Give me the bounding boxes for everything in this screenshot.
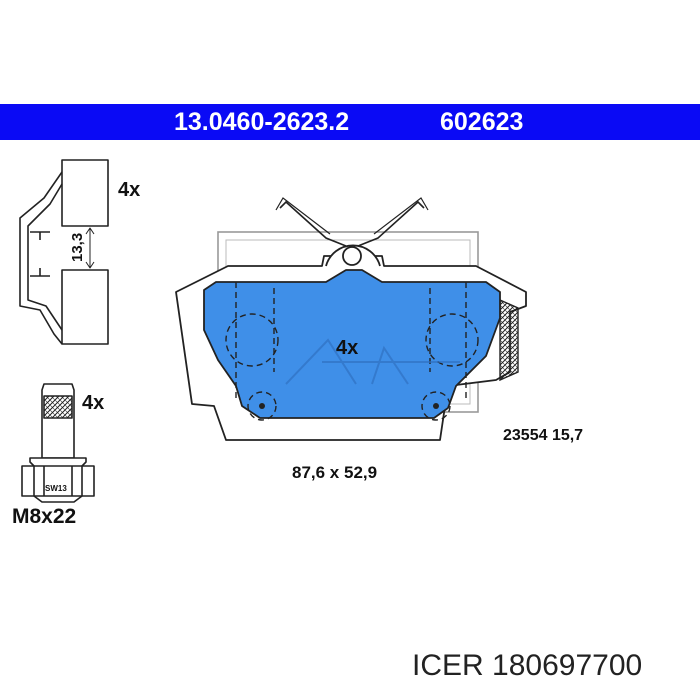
clip-quantity-label: 4x — [118, 179, 140, 201]
brake-pad-drawing — [175, 197, 527, 441]
clip-height-dimension: 13,3 — [69, 233, 86, 262]
footer: ICER 180697700 — [412, 649, 642, 683]
header: 13.0460-2623.2 602623 — [0, 104, 700, 140]
wva-number: 23554 15,7 — [503, 427, 583, 444]
bolt-size-label: M8x22 — [12, 505, 76, 528]
pad-quantity-label: 4x — [336, 337, 358, 359]
bolt-wrench-size: SW13 — [45, 484, 67, 493]
footer-brand: ICER — [412, 649, 484, 682]
header-bar — [0, 104, 700, 140]
footer-code: 180697700 — [492, 649, 643, 682]
bolt-drawing — [21, 383, 95, 503]
retaining-clip-drawing — [19, 159, 109, 345]
bolt-quantity-label: 4x — [82, 392, 104, 414]
part-number: 13.0460-2623.2 — [174, 108, 350, 136]
pad-dimensions: 87,6 x 52,9 — [292, 463, 377, 482]
ref-number: 602623 — [440, 108, 524, 136]
